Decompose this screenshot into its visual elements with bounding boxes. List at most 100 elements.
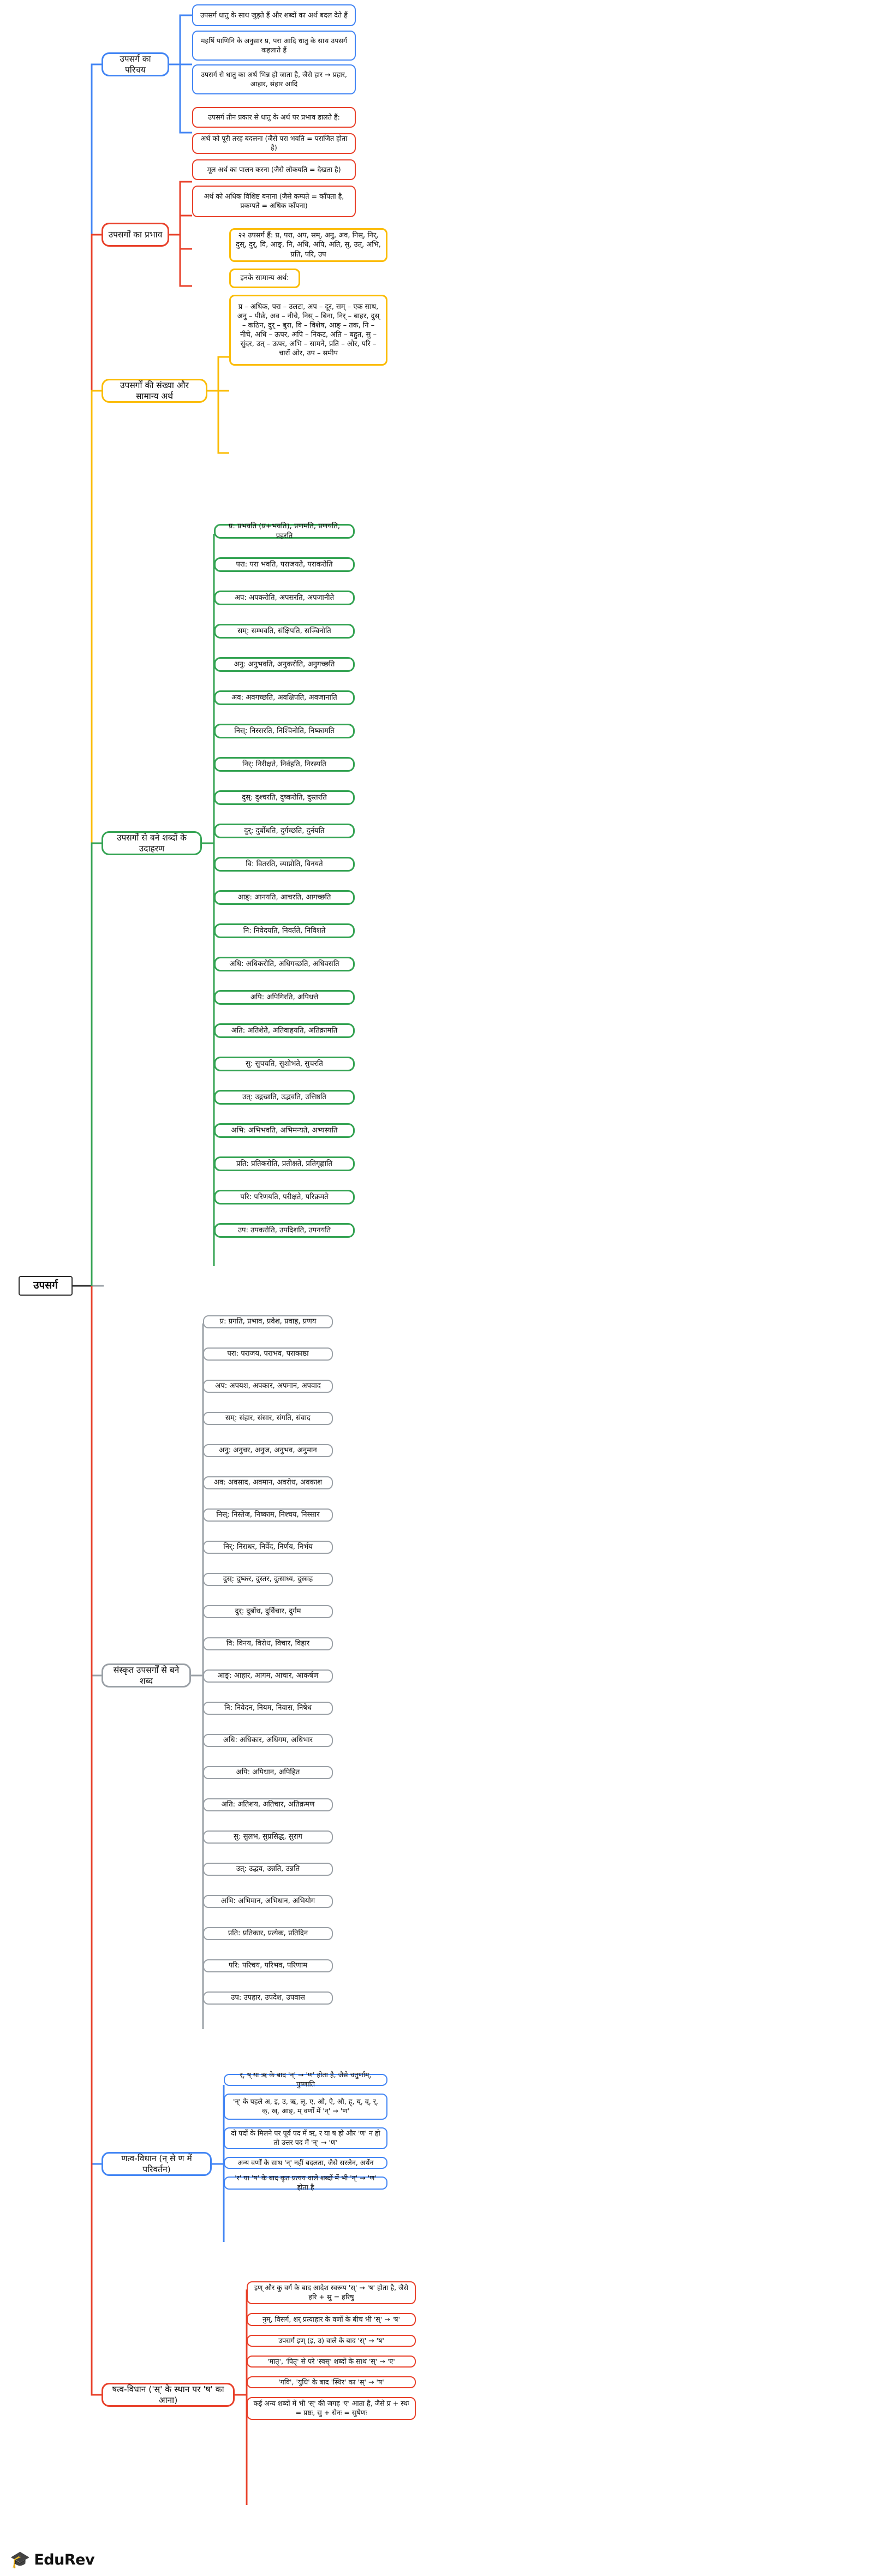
leaf-udaharan-21[interactable]: परि: परिणयति, परीक्षते, परिक्रमते — [214, 1190, 355, 1204]
leaf-udaharan-3[interactable]: अप: अपकरोति, अपसरति, अपजानीते — [214, 591, 355, 605]
leaf-natva-4[interactable]: अन्य वर्णों के साथ 'न्' नहीं बदलता, जैसे… — [224, 2157, 387, 2169]
leaf-udaharan-17[interactable]: सु: सुपचति, सुशोभते, सुचरति — [214, 1057, 355, 1071]
branch-head-natva[interactable]: णत्व-विधान (न् से ण में परिवर्तन) — [102, 2152, 212, 2176]
leaf-text: 'गवि', 'युधि' के बाद 'स्थिर' का 'स्' → '… — [278, 2377, 384, 2386]
leaf-text: प्रति: प्रतिकरोति, प्रतीक्षते, प्रतिगृह्… — [236, 1159, 332, 1168]
leaf-prabhav-2[interactable]: अर्थ को पूरी तरह बदलना (जैसे परा भवति = … — [192, 133, 356, 154]
branch-head-shatva[interactable]: षत्व-विधान ('स्' के स्थान पर 'ष' का आना) — [102, 2383, 235, 2407]
branch-head-label: उपसर्ग का परिचय — [120, 53, 151, 75]
leaf-parichay-3[interactable]: उपसर्ग से धातु का अर्थ भिन्न हो जाता है,… — [192, 64, 356, 94]
leaf-sanskrit-shabd-16[interactable]: अति: अतिशय, अतिचार, अतिक्रमण — [203, 1798, 333, 1811]
leaf-text: निस्: निस्सरति, निश्चिनोति, निष्कामति — [234, 726, 335, 735]
leaf-sanskrit-shabd-20[interactable]: प्रति: प्रतिकार, प्रत्येक, प्रतिदिन — [203, 1927, 333, 1940]
leaf-text: अनु: अनुभवति, अनुकरोति, अनुगच्छति — [234, 660, 335, 669]
branch-head-prabhav[interactable]: उपसर्गों का प्रभाव — [102, 223, 169, 247]
leaf-sankhya-2[interactable]: इनके सामान्य अर्थ: — [229, 269, 300, 288]
branch-head-label: संस्कृत उपसर्गों से बने शब्द — [113, 1665, 180, 1686]
leaf-text: निस्: निस्तेज, निष्काम, निश्चय, निस्सार — [216, 1511, 320, 1519]
leaf-text: उत्: उद्गच्छति, उद्भवति, उत्तिष्ठति — [242, 1093, 326, 1101]
leaf-text: उपसर्ग तीन प्रकार से धातु के अर्थ पर प्र… — [208, 112, 340, 121]
leaf-udaharan-14[interactable]: अधि: अधिकरोति, अधिगच्छति, अधिवसति — [214, 957, 355, 971]
leaf-sanskrit-shabd-5[interactable]: अनु: अनुचर, अनुज, अनुभव, अनुमान — [203, 1444, 333, 1457]
leaf-udaharan-13[interactable]: नि: निवेदयति, निवर्तते, निविशते — [214, 923, 355, 938]
leaf-udaharan-12[interactable]: आङ्: आनयति, आचरति, आगच्छति — [214, 890, 355, 905]
leaf-text: परि: परिणयति, परीक्षते, परिक्रमते — [240, 1192, 329, 1201]
leaf-sanskrit-shabd-11[interactable]: वि: विनय, विरोध, विचार, विहार — [203, 1637, 333, 1650]
leaf-sanskrit-shabd-1[interactable]: प्र: प्रगति, प्रभाव, प्रवेश, प्रवाह, प्र… — [203, 1315, 333, 1328]
leaf-text: निर्: निराधर, निर्वेद, निर्णय, निर्भय — [223, 1543, 313, 1552]
leaf-text: अन्य वर्णों के साथ 'न्' नहीं बदलता, जैसे… — [237, 2158, 374, 2167]
leaf-sanskrit-shabd-6[interactable]: अव: अवसाद, अवमान, अवरोध, अवकाश — [203, 1476, 333, 1489]
leaf-sanskrit-shabd-8[interactable]: निर्: निराधर, निर्वेद, निर्णय, निर्भय — [203, 1541, 333, 1554]
branch-head-sankhya[interactable]: उपसर्गों की संख्या और सामान्य अर्थ — [102, 379, 207, 403]
leaf-udaharan-4[interactable]: सम्: सम्भवति, संक्षिपति, सञ्चिनोति — [214, 624, 355, 639]
leaf-natva-5[interactable]: 'र' या 'ष' के बाद कृत प्रत्यय वाले शब्दो… — [224, 2174, 387, 2191]
leaf-natva-2[interactable]: 'न्' के पहले अ, इ, उ, ऋ, लृ, ए, ओ, ऐ, औ,… — [224, 2094, 387, 2120]
leaf-prabhav-4[interactable]: अर्थ को अधिक विशिष्ट बनाना (जैसे कम्पते … — [192, 186, 356, 217]
leaf-sankhya-1[interactable]: २२ उपसर्ग हैं: प्र, परा, अप, सम्, अनु, अ… — [229, 228, 387, 262]
leaf-udaharan-9[interactable]: दुस्: दुश्चरति, दुष्करोति, दुस्तरति — [214, 790, 355, 805]
leaf-shatva-3[interactable]: उपसर्ग इण् (इ, उ) वाले के बाद 'स्' → 'ष' — [247, 2335, 416, 2347]
leaf-udaharan-20[interactable]: प्रति: प्रतिकरोति, प्रतीक्षते, प्रतिगृह्… — [214, 1156, 355, 1171]
leaf-text: इण् और कु वर्ग के बाद आदेश स्वरूप 'स्' →… — [254, 2283, 409, 2301]
leaf-sanskrit-shabd-17[interactable]: सु: सुलभ, सुप्रसिद्ध, सुराग — [203, 1830, 333, 1844]
leaf-udaharan-5[interactable]: अनु: अनुभवति, अनुकरोति, अनुगच्छति — [214, 657, 355, 672]
leaf-prabhav-1[interactable]: उपसर्ग तीन प्रकार से धातु के अर्थ पर प्र… — [192, 107, 356, 128]
leaf-sanskrit-shabd-2[interactable]: परा: पराजय, पराभव, पराकाष्ठा — [203, 1347, 333, 1361]
leaf-udaharan-22[interactable]: उप: उपकरोति, उपदिशति, उपनयति — [214, 1223, 355, 1238]
leaf-text: आङ्: आनयति, आचरति, आगच्छति — [237, 893, 331, 902]
leaf-sanskrit-shabd-21[interactable]: परि: परिचय, परिभव, परिणाम — [203, 1959, 333, 1972]
root-node[interactable]: उपसर्ग — [19, 1276, 73, 1296]
branch-head-label: उपसर्गों का प्रभाव — [108, 229, 163, 240]
leaf-sanskrit-shabd-7[interactable]: निस्: निस्तेज, निष्काम, निश्चय, निस्सार — [203, 1508, 333, 1522]
leaf-sanskrit-shabd-3[interactable]: अप: अपयश, अपकार, अपमान, अपवाद — [203, 1380, 333, 1393]
leaf-text: निर्: निरीक्षते, निर्वहति, निरस्यति — [242, 760, 326, 768]
leaf-udaharan-6[interactable]: अव: अवगच्छति, अवक्षिपति, अवजानाति — [214, 690, 355, 705]
leaf-udaharan-8[interactable]: निर्: निरीक्षते, निर्वहति, निरस्यति — [214, 757, 355, 772]
leaf-sankhya-3[interactable]: प्र – अधिक, परा – उलटा, अप – दूर, सम् – … — [229, 295, 387, 366]
leaf-natva-3[interactable]: दो पदों के मिलने पर पूर्व पद में ऋ, र या… — [224, 2127, 387, 2149]
leaf-shatva-6[interactable]: कई अन्य शब्दों में भी 'स्' की जगह 'ए' आत… — [247, 2397, 416, 2420]
leaf-text: दुर्: दुर्बोध, दुर्विचार, दुर्गम — [235, 1607, 301, 1616]
leaf-sanskrit-shabd-9[interactable]: दुस्: दुष्कर, दुस्तर, दुःसाध्य, दुस्सह — [203, 1573, 333, 1586]
leaf-text: वि: विनय, विरोध, विचार, विहार — [226, 1639, 310, 1648]
leaf-udaharan-2[interactable]: परा: परा भवति, पराजयते, पराकरोति — [214, 557, 355, 572]
branch-head-parichay[interactable]: उपसर्ग का परिचय — [102, 52, 169, 76]
leaf-udaharan-7[interactable]: निस्: निस्सरति, निश्चिनोति, निष्कामति — [214, 724, 355, 738]
leaf-udaharan-15[interactable]: अपि: अपिगिरति, अपिधत्ते — [214, 990, 355, 1005]
leaf-parichay-1[interactable]: उपसर्ग धातु के साथ जुड़ते हैं और शब्दों … — [192, 4, 356, 26]
leaf-prabhav-3[interactable]: मूल अर्थ का पालन करना (जैसे लोकयति = देख… — [192, 159, 356, 180]
leaf-sanskrit-shabd-13[interactable]: नि: निवेदन, नियम, निवास, निषेध — [203, 1702, 333, 1715]
leaf-shatva-5[interactable]: 'गवि', 'युधि' के बाद 'स्थिर' का 'स्' → '… — [247, 2376, 416, 2388]
branch-head-label: उपसर्गों से बने शब्दों के उदाहरण — [116, 832, 187, 854]
leaf-sanskrit-shabd-14[interactable]: अधि: अधिकार, अधिगम, अधिभार — [203, 1734, 333, 1747]
leaf-sanskrit-shabd-4[interactable]: सम्: संहार, संसार, संगति, संवाद — [203, 1412, 333, 1425]
leaf-udaharan-11[interactable]: वि: वितरति, व्याप्नोति, विनयते — [214, 857, 355, 872]
leaf-udaharan-1[interactable]: प्र: प्रभवति (प्र+भवति), प्रणमति, प्रणयत… — [214, 522, 355, 540]
leaf-sanskrit-shabd-10[interactable]: दुर्: दुर्बोध, दुर्विचार, दुर्गम — [203, 1605, 333, 1618]
leaf-text: 'न्' के पहले अ, इ, उ, ऋ, लृ, ए, ओ, ऐ, औ,… — [233, 2097, 378, 2115]
leaf-shatva-1[interactable]: इण् और कु वर्ग के बाद आदेश स्वरूप 'स्' →… — [247, 2281, 416, 2304]
leaf-udaharan-16[interactable]: अति: अतिशेते, अतिवाहयति, अतिक्रामति — [214, 1023, 355, 1038]
leaf-sanskrit-shabd-15[interactable]: अपि: अपिधान, अपिहित — [203, 1766, 333, 1779]
leaf-text: अधि: अधिकरोति, अधिगच्छति, अधिवसति — [229, 959, 339, 968]
leaf-shatva-4[interactable]: 'मातृ', 'पितृ' से परे 'स्वसृ' शब्दों के … — [247, 2356, 416, 2368]
leaf-text: दुस्: दुष्कर, दुस्तर, दुःसाध्य, दुस्सह — [223, 1575, 313, 1584]
leaf-text: सु: सुलभ, सुप्रसिद्ध, सुराग — [234, 1833, 302, 1841]
leaf-text: र्, ष् या ऋ के बाद 'न्' → 'ण' होता है, ज… — [240, 2071, 372, 2088]
leaf-sanskrit-shabd-22[interactable]: उप: उपहार, उपदेश, उपवास — [203, 1991, 333, 2005]
leaf-text: दुर्: दुर्बोधति, दुर्गच्छति, दुर्नयति — [244, 826, 325, 835]
leaf-shatva-2[interactable]: नुम्, विसर्ग, शर् प्रत्याहार के वर्णों क… — [247, 2313, 416, 2326]
leaf-udaharan-18[interactable]: उत्: उद्गच्छति, उद्भवति, उत्तिष्ठति — [214, 1090, 355, 1105]
branch-head-sanskrit-shabd[interactable]: संस्कृत उपसर्गों से बने शब्द — [102, 1663, 191, 1687]
leaf-sanskrit-shabd-19[interactable]: अभि: अभिमान, अभिधान, अभियोग — [203, 1895, 333, 1908]
branch-head-udaharan[interactable]: उपसर्गों से बने शब्दों के उदाहरण — [102, 831, 202, 855]
leaf-udaharan-10[interactable]: दुर्: दुर्बोधति, दुर्गच्छति, दुर्नयति — [214, 824, 355, 838]
leaf-sanskrit-shabd-12[interactable]: आङ्: आहार, आगम, आचार, आकर्षण — [203, 1669, 333, 1683]
leaf-sanskrit-shabd-18[interactable]: उत्: उद्भव, उन्नति, उन्नति — [203, 1863, 333, 1876]
leaf-natva-1[interactable]: र्, ष् या ऋ के बाद 'न्' → 'ण' होता है, ज… — [224, 2071, 387, 2088]
leaf-parichay-2[interactable]: महर्षि पाणिनि के अनुसार प्र, परा आदि धात… — [192, 31, 356, 61]
leaf-udaharan-19[interactable]: अभि: अभिभवति, अभिमन्यते, अभ्यस्यति — [214, 1123, 355, 1138]
leaf-text: महर्षि पाणिनि के अनुसार प्र, परा आदि धात… — [201, 36, 347, 54]
leaf-text: नि: निवेदयति, निवर्तते, निविशते — [243, 926, 326, 935]
